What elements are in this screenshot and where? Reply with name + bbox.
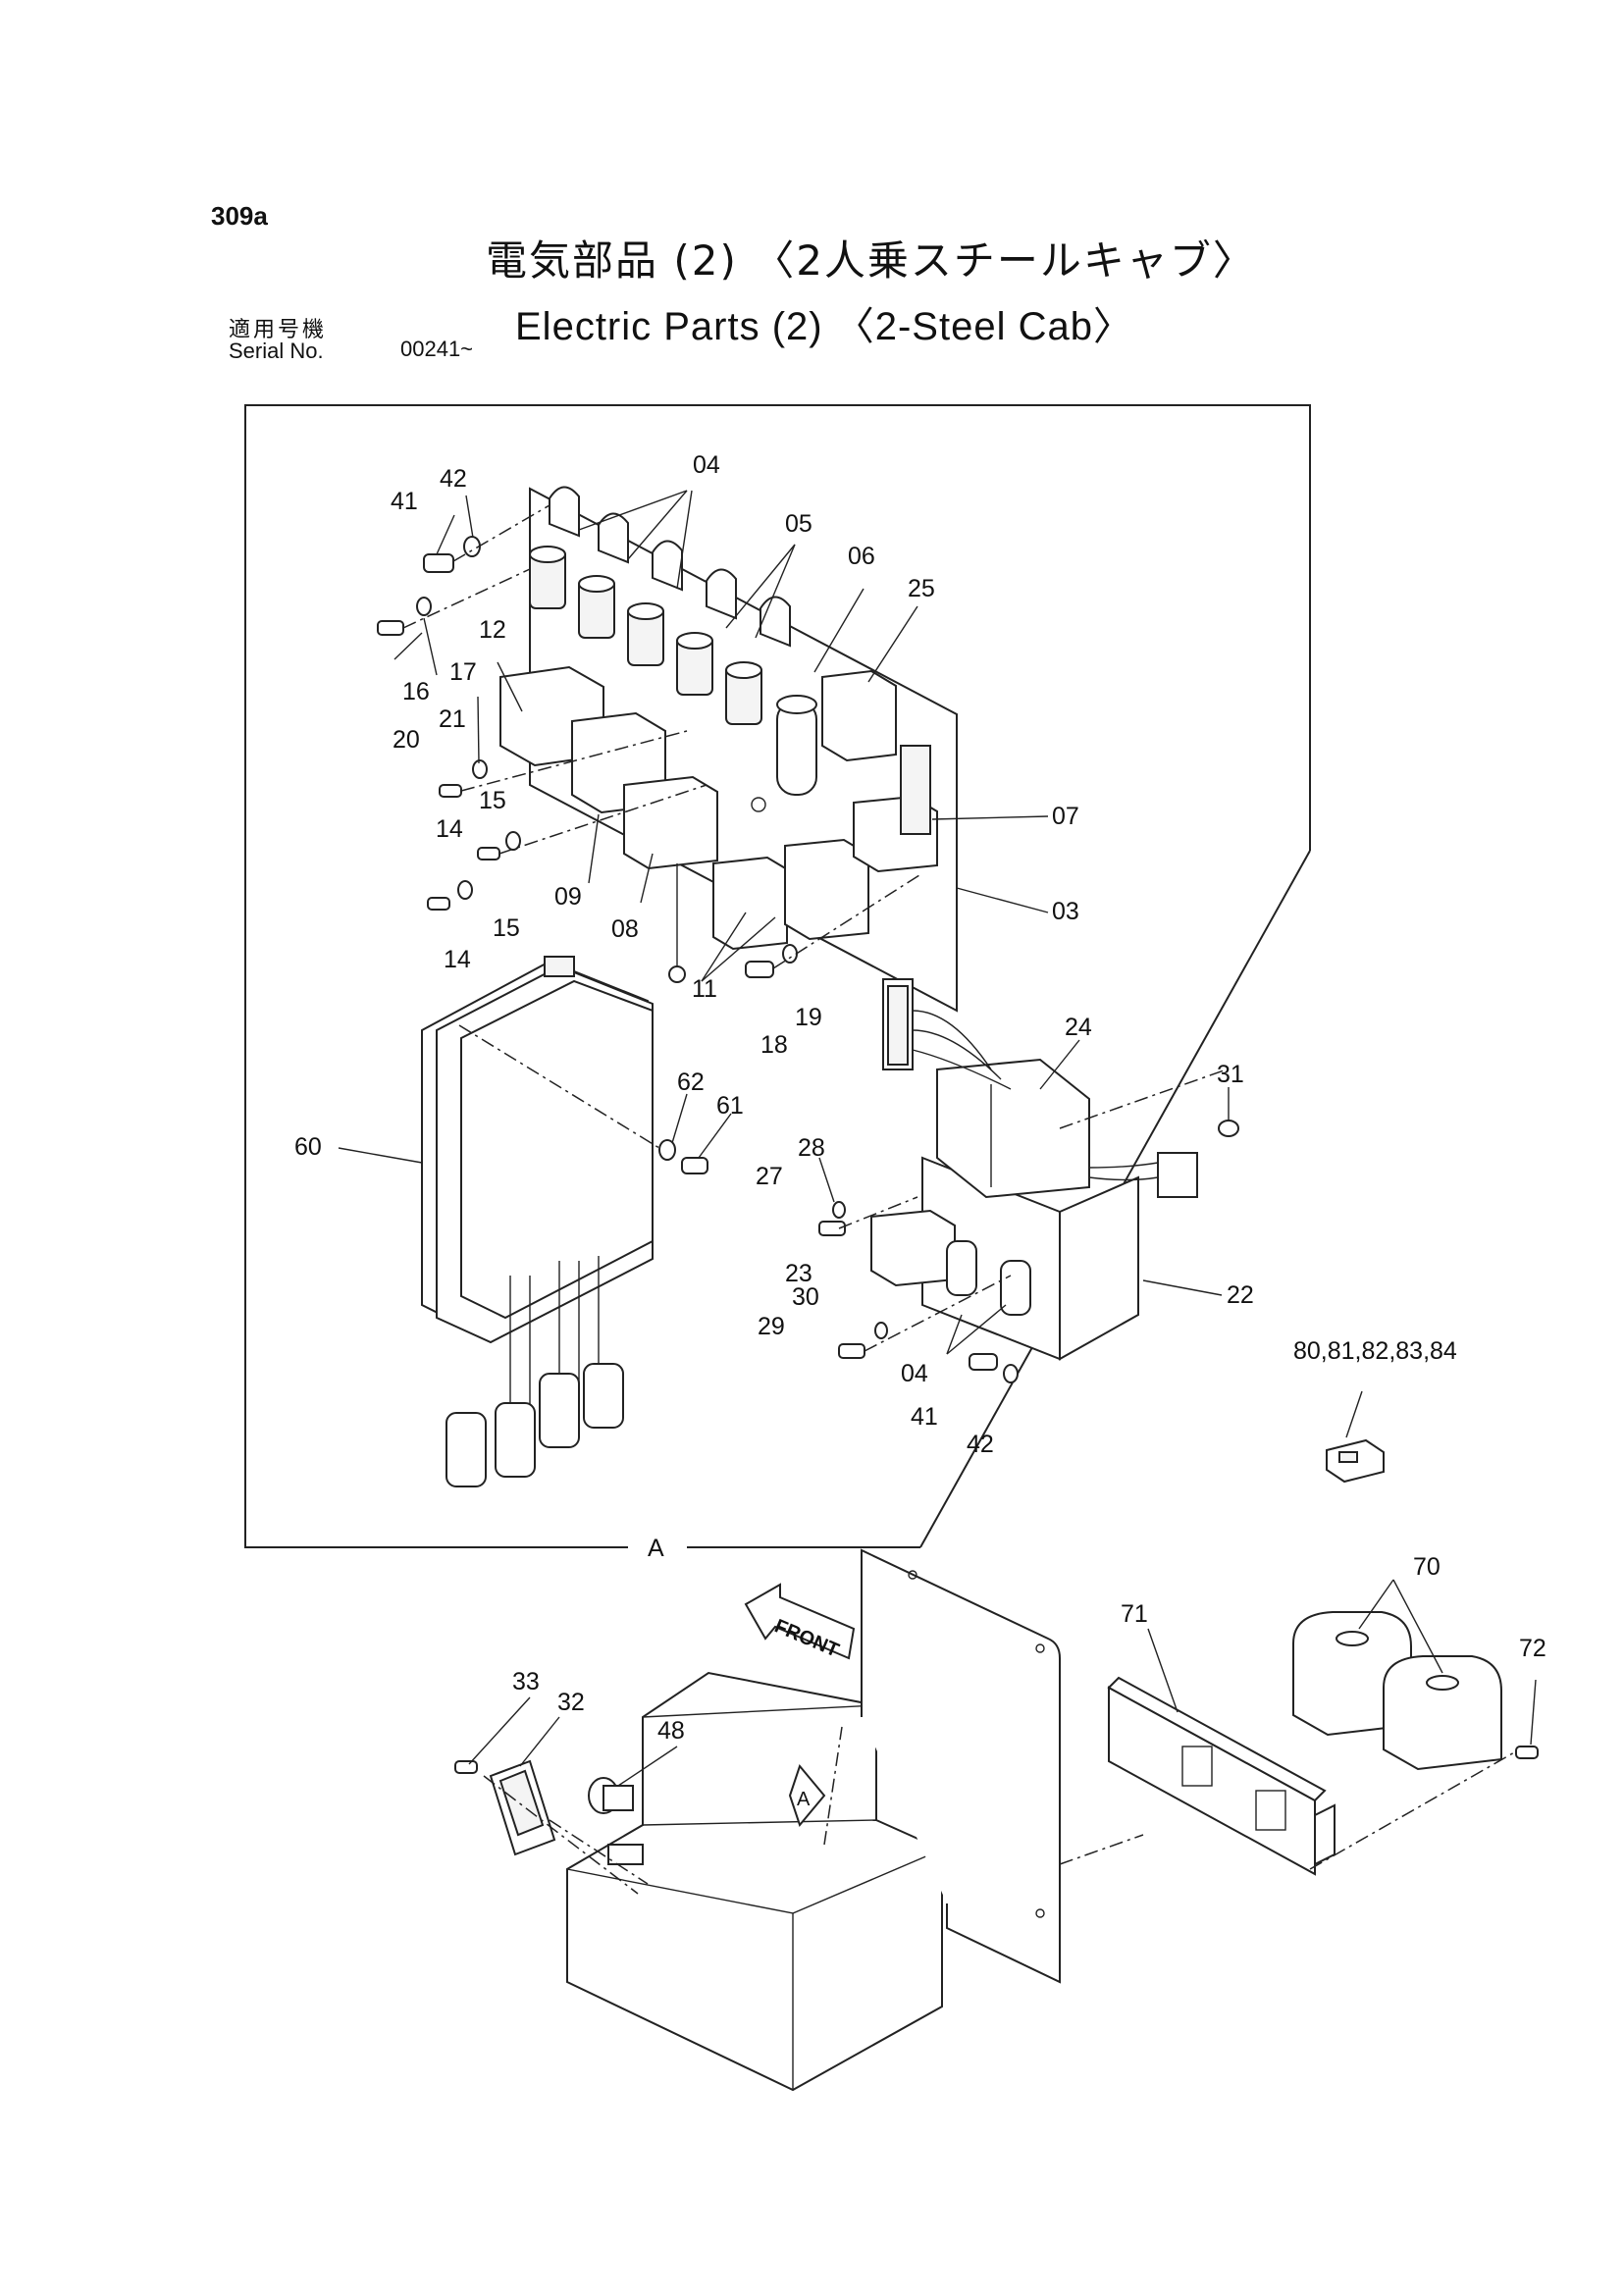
controller-unit <box>421 956 708 1487</box>
part-label: 25 <box>908 575 935 602</box>
part-number-labels: 04 42 41 05 06 25 16 17 12 21 20 15 14 0… <box>294 451 1546 1745</box>
detail-frame: A <box>244 404 1311 1562</box>
part-label: 42 <box>967 1431 994 1458</box>
relay-mounting-plate <box>499 486 958 1013</box>
relay-bracket-assembly <box>818 978 1239 1383</box>
part-label: 33 <box>512 1668 540 1695</box>
title-english: Electric Parts (2) 〈2-Steel Cab〉 <box>515 305 1133 348</box>
part-label: 24 <box>1065 1014 1092 1041</box>
part-label: 32 <box>557 1689 585 1716</box>
part-label: 80,81,82,83,84 <box>1293 1337 1457 1365</box>
part-label: 14 <box>444 946 471 973</box>
part-label: 15 <box>479 787 506 814</box>
bolts-and-washers <box>377 504 923 978</box>
part-label: 22 <box>1227 1281 1254 1309</box>
part-label: 12 <box>479 616 506 644</box>
part-label: 60 <box>294 1133 322 1161</box>
part-label: 14 <box>436 815 463 843</box>
part-label: 41 <box>391 488 418 515</box>
part-label: 41 <box>911 1403 938 1431</box>
part-label: 21 <box>439 705 466 733</box>
title-japanese: 電気部品 (2) 〈2人乗スチールキャブ〉 <box>486 236 1256 285</box>
part-label: 30 <box>792 1283 819 1311</box>
part-label: 71 <box>1121 1600 1148 1628</box>
part-label: 06 <box>848 543 875 570</box>
part-label: 15 <box>493 914 520 942</box>
part-label: 27 <box>756 1163 783 1190</box>
part-label: 04 <box>693 451 720 479</box>
part-label: 61 <box>716 1092 744 1120</box>
mounting-panel <box>861 1548 1061 1984</box>
part-label: 03 <box>1052 898 1079 925</box>
part-label: 70 <box>1413 1553 1441 1581</box>
part-label: 08 <box>611 915 639 943</box>
view-marker-label: A <box>797 1789 811 1810</box>
part-label: 72 <box>1519 1635 1546 1662</box>
part-label: 11 <box>692 975 717 1003</box>
fuse-holders <box>529 546 762 725</box>
serial-number-value: 00241~ <box>400 337 474 361</box>
part-label: 28 <box>798 1134 825 1162</box>
part-label: 20 <box>393 726 420 754</box>
part-label: 23 <box>785 1260 812 1287</box>
serial-label-japanese: 適用号機 <box>229 318 328 342</box>
detail-view-label-shown: A <box>648 1535 664 1562</box>
part-label: 16 <box>402 678 430 705</box>
part-label: 42 <box>440 465 467 493</box>
part-label: 18 <box>760 1031 788 1059</box>
part-label: 17 <box>449 658 477 686</box>
part-label: 07 <box>1052 803 1079 830</box>
part-label: 09 <box>554 883 582 911</box>
part-label: 04 <box>901 1360 928 1387</box>
part-label: 48 <box>657 1717 685 1745</box>
switch-part <box>1326 1438 1385 1484</box>
part-label: 19 <box>795 1004 822 1031</box>
serial-label-english: Serial No. <box>229 339 324 363</box>
page-number: 309a <box>211 201 268 231</box>
part-label: 31 <box>1217 1061 1244 1088</box>
part-label: 29 <box>758 1313 785 1340</box>
leader-lines <box>338 490 1537 1787</box>
lamp-and-cover <box>454 1759 644 1865</box>
part-label: 05 <box>785 510 812 538</box>
front-direction-arrow: FRONT <box>744 1583 856 1662</box>
view-a-marker: A <box>788 1763 826 1828</box>
washer-tanks <box>1292 1611 1539 1771</box>
part-label: 62 <box>677 1069 705 1096</box>
